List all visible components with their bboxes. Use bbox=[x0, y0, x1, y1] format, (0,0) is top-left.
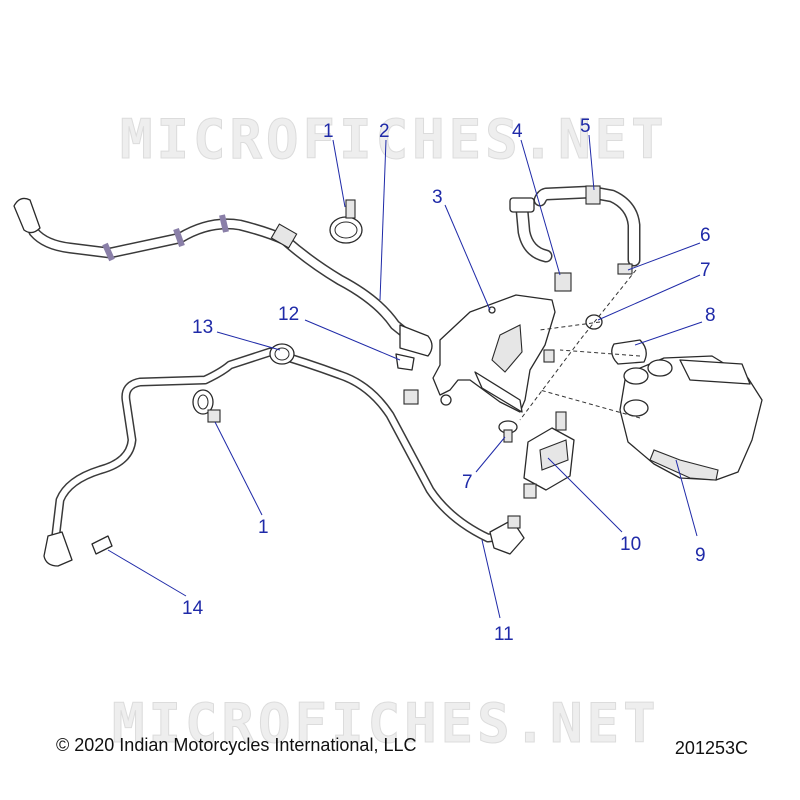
callout-8: 8 bbox=[705, 305, 716, 326]
watermark-top: MICROFICHES.NET bbox=[120, 108, 668, 171]
callout-11: 11 bbox=[494, 624, 514, 645]
callout-7-lower: 7 bbox=[462, 472, 473, 493]
callout-14: 14 bbox=[182, 598, 204, 619]
screw-part-7-lower bbox=[498, 420, 518, 443]
watermark-bottom: MICROFICHES.NET bbox=[112, 692, 660, 755]
fitting-part-14 bbox=[91, 535, 113, 555]
drawing-number: 201253C bbox=[674, 738, 748, 758]
canister-part-9 bbox=[619, 355, 763, 481]
clip-part-12 bbox=[395, 353, 415, 371]
assembly-line-b bbox=[539, 321, 601, 331]
leader-lines bbox=[107, 134, 703, 619]
callout-13: 13 bbox=[192, 317, 213, 338]
valve-part-10 bbox=[523, 411, 575, 499]
copyright-notice: © 2020 Indian Motorcycles International,… bbox=[56, 735, 417, 755]
assembly-line-d bbox=[539, 389, 641, 419]
hose-part-11 bbox=[43, 347, 525, 567]
hose-part-2 bbox=[13, 197, 433, 357]
callout-1-top: 1 bbox=[323, 121, 334, 142]
callout-3: 3 bbox=[432, 187, 443, 208]
callout-7-top: 7 bbox=[700, 260, 711, 281]
clamp-part-1-top bbox=[329, 199, 363, 244]
callout-5: 5 bbox=[580, 116, 591, 137]
callout-6: 6 bbox=[700, 225, 711, 246]
clamp-part-13 bbox=[269, 343, 295, 365]
assembly-line-c bbox=[559, 349, 641, 357]
callout-4: 4 bbox=[512, 121, 523, 142]
clamp-part-1-lower bbox=[192, 389, 221, 423]
assembly-line-a bbox=[519, 269, 637, 421]
hose-part-5 bbox=[509, 185, 641, 267]
callout-2: 2 bbox=[379, 121, 390, 142]
callout-9: 9 bbox=[695, 545, 706, 566]
callout-12: 12 bbox=[278, 304, 299, 325]
clip-part-4 bbox=[554, 272, 572, 292]
cap-part-8 bbox=[611, 339, 647, 365]
bracket-part-3 bbox=[403, 294, 556, 413]
callout-1-lower: 1 bbox=[258, 517, 269, 538]
callout-10: 10 bbox=[620, 534, 641, 555]
